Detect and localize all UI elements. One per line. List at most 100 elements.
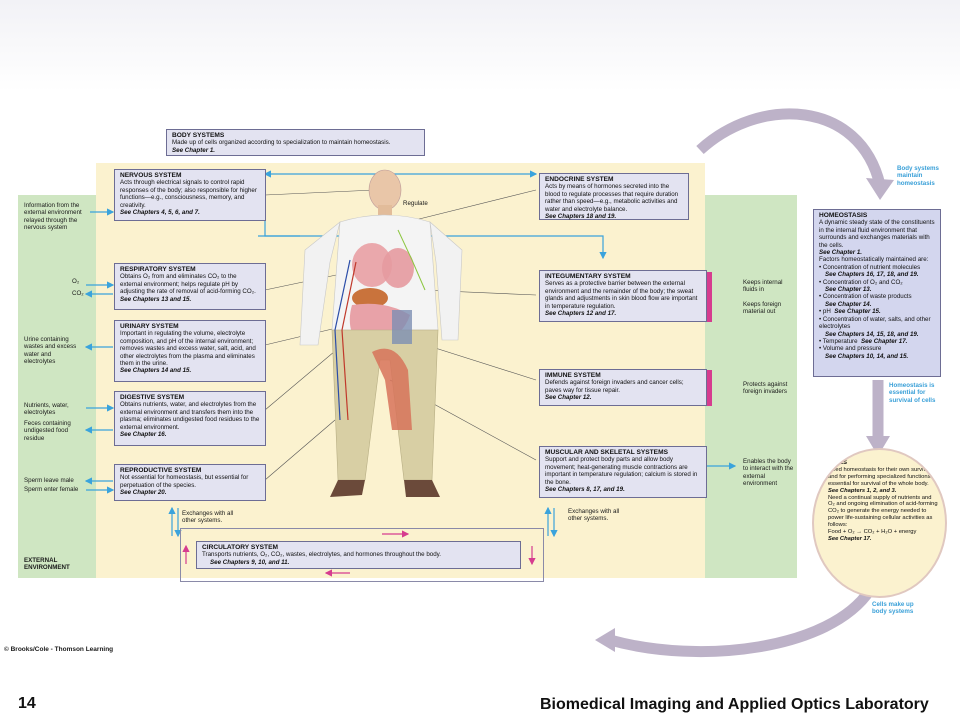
musculoskeletal-system-text: Support and protect body parts and allow… — [545, 456, 698, 486]
label-feces: Feces containing undigested food residue — [24, 420, 71, 442]
homeostasis-text: A dynamic steady state of the constituen… — [819, 219, 935, 249]
header-band — [0, 0, 960, 92]
nervous-system-title: NERVOUS SYSTEM — [120, 172, 182, 179]
homeostasis-factor: • Volume and pressure — [819, 345, 882, 353]
cells-text-1: Need homeostasis for their own survival … — [828, 466, 931, 487]
homeostasis-factor-text: • Temperature — [819, 337, 858, 345]
homeostasis-factor-ref: See Chapter 17. — [860, 337, 908, 345]
reproductive-system-ref: See Chapter 20. — [120, 489, 167, 497]
label-regulate: Regulate — [403, 200, 428, 207]
nervous-system-box: NERVOUS SYSTEM Acts through electrical s… — [114, 169, 266, 221]
annotation-homeostasis-essential: Homeostasis is essential for survival of… — [889, 382, 936, 404]
digestive-system-box: DIGESTIVE SYSTEM Obtains nutrients, wate… — [114, 391, 266, 446]
label-protects: Protects against foreign invaders — [743, 381, 788, 396]
homeostasis-factor-ref: See Chapter 13. — [825, 286, 872, 294]
label-keeps-foreign: Keeps foreign material out — [743, 301, 782, 316]
musculoskeletal-system-title: MUSCULAR AND SKELETAL SYSTEMS — [545, 449, 668, 456]
label-nutrients: Nutrients, water, electrolytes — [24, 402, 69, 417]
immune-system-text: Defends against foreign invaders and can… — [545, 379, 684, 394]
integumentary-system-ref: See Chapters 12 and 17. — [545, 310, 617, 318]
label-urine: Urine containing wastes and excess water… — [24, 336, 77, 366]
homeostasis-factor: • Concentration of water, salts, and oth… — [819, 315, 931, 331]
cells-ref-1: See Chapters 1, 2, and 3. — [828, 487, 897, 494]
digestive-system-text: Obtains nutrients, water, and electrolyt… — [120, 401, 260, 431]
homeostasis-factor-ref: See Chapters 14, 15, 18, and 19. — [825, 330, 919, 338]
endocrine-system-ref: See Chapters 18 and 19. — [545, 213, 617, 221]
immune-pink-bar — [707, 370, 712, 406]
cells-text-2: Need a continual supply of nutrients and… — [828, 494, 938, 529]
human-figure — [299, 169, 463, 497]
curved-arrow-bottom — [608, 586, 875, 657]
homeostasis-factor-ref: See Chapter 15. — [834, 308, 881, 316]
homeostasis-factor: • Temperature See Chapter 17. — [819, 338, 935, 345]
page-number: 14 — [18, 695, 36, 712]
integumentary-system-text: Serves as a protective barrier between t… — [545, 280, 698, 310]
immune-system-ref: See Chapter 12. — [545, 394, 592, 402]
body-systems-ref: See Chapter 1. — [172, 146, 215, 154]
lab-name: Biomedical Imaging and Applied Optics La… — [540, 696, 929, 713]
reproductive-system-title: REPRODUCTIVE SYSTEM — [120, 467, 202, 474]
integumentary-pink-bar — [707, 272, 712, 322]
homeostasis-factors-label: Factors homeostatically maintained are: — [819, 256, 929, 264]
homeostasis-factor: • Concentration of nutrient molecules — [819, 263, 921, 271]
cells-circle: CELLS Need homeostasis for their own sur… — [812, 448, 947, 598]
body-systems-text: Made up of cells organized according to … — [172, 139, 391, 147]
cells-equation: Food + O₂ → CO₂ + H₂O + energy — [828, 529, 917, 536]
label-external-environment: EXTERNAL ENVIRONMENT — [24, 557, 70, 572]
digestive-system-ref: See Chapter 16. — [120, 431, 167, 439]
urinary-system-ref: See Chapters 14 and 15. — [120, 367, 192, 375]
label-information: Information from the external environmen… — [24, 202, 82, 232]
label-exchanges-left: Exchanges with all other systems. — [182, 510, 234, 525]
homeostasis-factor-text: • pH — [819, 308, 831, 316]
respiratory-system-title: RESPIRATORY SYSTEM — [120, 266, 196, 273]
curved-arrow-bottom-head — [595, 628, 615, 652]
label-o2: O₂ — [72, 278, 80, 285]
curved-arrow-top — [696, 108, 886, 187]
label-keeps-internal: Keeps internal fluids in — [743, 279, 783, 294]
copyright: © Brooks/Cole - Thomson Learning — [4, 646, 114, 653]
label-sperm-leave: Sperm leave male — [24, 477, 74, 484]
nervous-system-ref: See Chapters 4, 5, 6, and 7. — [120, 209, 200, 217]
external-environment-right-panel — [705, 195, 797, 578]
digestive-system-title: DIGESTIVE SYSTEM — [120, 394, 185, 401]
annotation-body-systems-maintain: Body systems maintain homeostasis — [897, 165, 939, 187]
homeostasis-factor: • pH See Chapter 15. — [819, 308, 935, 315]
external-environment-left-panel — [18, 195, 96, 578]
circulatory-system-box: CIRCULATORY SYSTEM Transports nutrients,… — [196, 541, 521, 569]
homeostasis-factor-ref: See Chapter 14. — [825, 300, 872, 308]
reproductive-system-text: Not essential for homeostasis, but essen… — [120, 474, 249, 489]
circulatory-system-title: CIRCULATORY SYSTEM — [202, 544, 278, 551]
homeostasis-factor-ref: See Chapters 16, 17, 18, and 19. — [825, 271, 919, 279]
homeostasis-factor: • Concentration of waste products — [819, 293, 912, 301]
integumentary-system-title: INTEGUMENTARY SYSTEM — [545, 273, 631, 280]
circulatory-outline — [180, 528, 544, 582]
musculoskeletal-system-ref: See Chapters 8, 17, and 19. — [545, 486, 625, 494]
nervous-system-text: Acts through electrical signals to contr… — [120, 179, 257, 209]
endocrine-system-text: Acts by means of hormones secreted into … — [545, 183, 679, 213]
annotation-cells-make-up: Cells make up body systems — [872, 601, 914, 616]
homeostasis-title: HOMEOSTASIS — [819, 212, 868, 219]
body-systems-title: BODY SYSTEMS — [172, 132, 225, 139]
label-exchanges-right: Exchanges with all other systems. — [568, 508, 620, 523]
curved-arrow-right-head — [866, 436, 890, 456]
integumentary-system-box: INTEGUMENTARY SYSTEM Serves as a protect… — [539, 270, 707, 322]
body-systems-box: BODY SYSTEMS Made up of cells organized … — [166, 129, 425, 156]
homeostasis-ref: See Chapter 1. — [819, 249, 862, 257]
curved-arrow-top-head — [866, 178, 894, 200]
circulatory-system-ref: See Chapters 9, 10, and 11. — [210, 558, 290, 566]
cells-ref-2: See Chapter 17. — [828, 535, 872, 542]
homeostasis-factor: • Concentration of O₂ and CO₂ — [819, 278, 903, 286]
endocrine-system-box: ENDOCRINE SYSTEM Acts by means of hormon… — [539, 173, 689, 220]
immune-system-box: IMMUNE SYSTEM Defends against foreign in… — [539, 369, 707, 406]
cells-title: CELLS — [828, 460, 848, 466]
respiratory-system-box: RESPIRATORY SYSTEM Obtains O₂ from and e… — [114, 263, 266, 310]
homeostasis-box: HOMEOSTASIS A dynamic steady state of th… — [813, 209, 941, 377]
reproductive-system-box: REPRODUCTIVE SYSTEM Not essential for ho… — [114, 464, 266, 501]
urinary-system-text: Important in regulating the volume, elec… — [120, 330, 256, 368]
homeostasis-factor-ref: See Chapters 10, 14, and 15. — [825, 352, 909, 360]
endocrine-system-title: ENDOCRINE SYSTEM — [545, 176, 614, 183]
immune-system-title: IMMUNE SYSTEM — [545, 372, 601, 379]
label-sperm-enter: Sperm enter female — [24, 486, 79, 493]
circulatory-system-text: Transports nutrients, O₂, CO₂, wastes, e… — [202, 551, 442, 559]
